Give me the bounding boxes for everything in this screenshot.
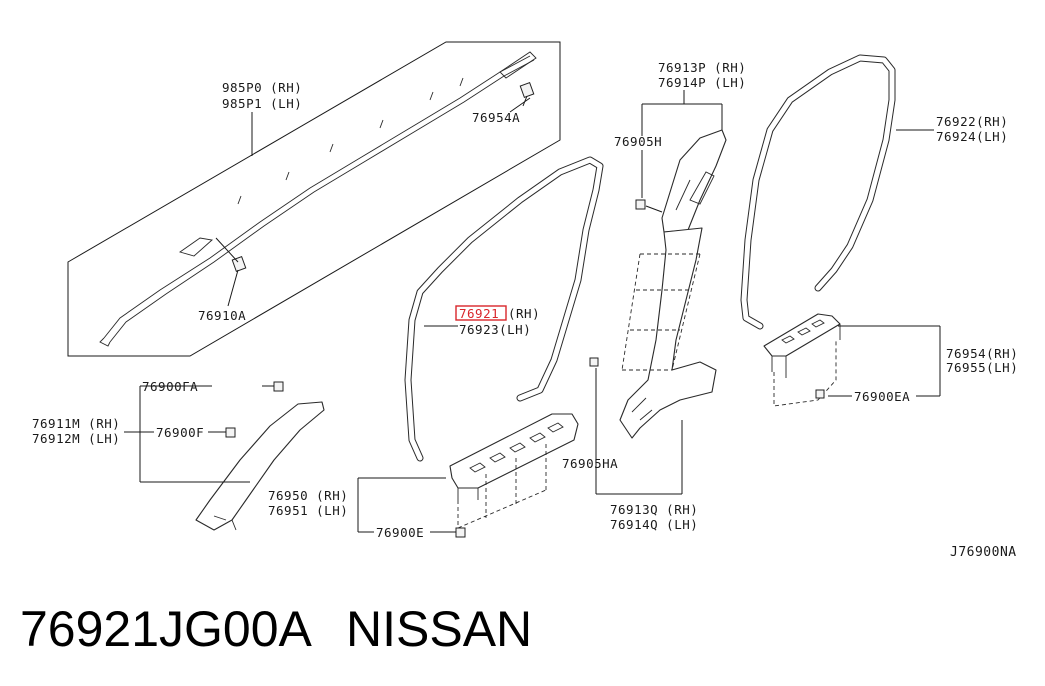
label-76911M: 76911M (RH) [32, 416, 120, 431]
airbag-frame [67, 41, 561, 357]
label-76914P: 76914P (LH) [658, 75, 746, 90]
front-kick-plate [357, 413, 579, 538]
label-76912M: 76912M (LH) [32, 431, 120, 446]
clip-76900E-icon [455, 527, 466, 538]
label-76954A: 76954A [472, 110, 520, 125]
label-985P1: 985P1 (LH) [222, 96, 302, 111]
label-76900EA: 76900EA [854, 389, 910, 404]
clip-76905H-icon [635, 199, 646, 210]
clip-76900F-icon [225, 427, 236, 438]
label-76954: 76954(RH) [946, 346, 1018, 361]
label-76900E: 76900E [376, 525, 424, 540]
label-76910A: 76910A [198, 308, 246, 323]
clip-76900FA-icon [273, 381, 284, 392]
brand-name: NISSAN [346, 601, 532, 657]
label-76923: 76923(LH) [459, 322, 531, 337]
airbag-tube [103, 55, 531, 339]
label-76921-side: (RH) [508, 306, 540, 321]
label-76905HA: 76905HA [562, 456, 618, 471]
curtain-airbag-group [67, 41, 561, 357]
label-76900F: 76900F [156, 425, 204, 440]
diagram-ref-code: J76900NA [950, 545, 1017, 560]
rear-weatherstrip [740, 54, 934, 330]
center-pillar [589, 90, 727, 495]
rear-kick-plate [763, 313, 941, 407]
label-76921: 76921 [459, 306, 499, 321]
label-76924: 76924(LH) [936, 129, 1008, 144]
label-76922: 76922(RH) [936, 114, 1008, 129]
clip-76900EA-icon [815, 389, 825, 399]
label-76913Q: 76913Q (RH) [610, 502, 698, 517]
label-76913P: 76913P (RH) [658, 60, 746, 75]
clip-76910A-icon [231, 256, 247, 272]
highlight-box [455, 305, 507, 321]
front-weatherstrip [404, 156, 604, 462]
label-76950: 76950 (RH) [268, 488, 348, 503]
label-76900FA: 76900FA [142, 379, 198, 394]
label-76914Q: 76914Q (LH) [610, 517, 698, 532]
part-number: 76921JG00A [20, 601, 313, 657]
a-pillar-garnish [124, 381, 325, 531]
clip-76905HA-icon [589, 357, 599, 367]
label-985P0: 985P0 (RH) [222, 80, 302, 95]
clip-76954A-icon [519, 82, 535, 107]
label-76955: 76955(LH) [946, 360, 1018, 375]
label-76951: 76951 (LH) [268, 503, 348, 518]
label-76905H: 76905H [614, 134, 662, 149]
